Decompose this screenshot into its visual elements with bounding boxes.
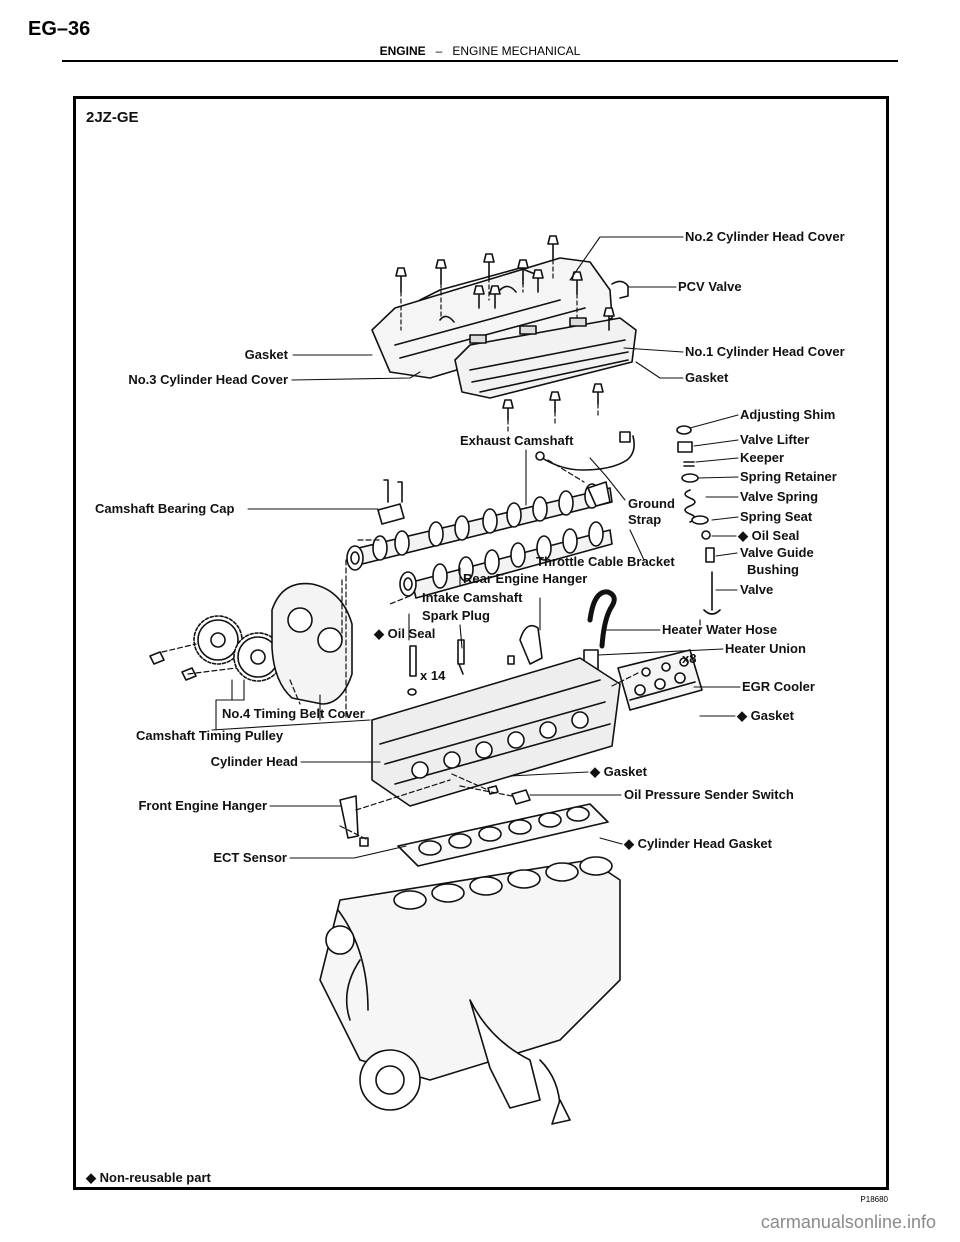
diagram-frame xyxy=(73,96,889,1190)
label-camshaft-timing-pulley: Camshaft Timing Pulley xyxy=(136,728,284,743)
label-valve-lifter: Valve Lifter xyxy=(740,432,809,447)
footnote: ◆ Non-reusable part xyxy=(85,1170,212,1185)
header-subsection: ENGINE MECHANICAL xyxy=(452,44,581,58)
label-intake-camshaft: Intake Camshaft xyxy=(422,590,523,605)
header-separator: – xyxy=(435,44,443,58)
cylinder-head-covers-drawing xyxy=(371,257,637,399)
label-throttle-cable-bracket: Throttle Cable Bracket xyxy=(536,554,675,569)
cover-bolts-drawing xyxy=(395,235,615,421)
oil-seals-drawing xyxy=(346,545,417,597)
ground-strap-drawing xyxy=(535,431,635,471)
engine-block-drawing xyxy=(319,856,621,1125)
label-x8: x8 xyxy=(682,651,696,666)
label-no1-cylinder-head-cover: No.1 Cylinder Head Cover xyxy=(685,344,845,359)
running-header: ENGINE–ENGINE MECHANICAL xyxy=(0,44,960,58)
page-number: EG–36 xyxy=(28,18,91,40)
label-x14: x 14 xyxy=(420,668,446,683)
label-gasket-head: ◆ Gasket xyxy=(589,764,648,779)
label-no3-cylinder-head-cover: No.3 Cylinder Head Cover xyxy=(128,372,288,387)
heater-water-hose-drawing xyxy=(583,589,617,673)
label-keeper: Keeper xyxy=(740,450,784,465)
cylinder-head-drawing xyxy=(371,657,621,807)
label-spring-retainer: Spring Retainer xyxy=(740,469,837,484)
label-gasket-top-right: Gasket xyxy=(685,370,729,385)
cylinder-head-gasket-drawing xyxy=(397,803,609,867)
pcv-valve-drawing xyxy=(611,280,629,299)
cover-guide-lines xyxy=(400,259,599,433)
label-valve-spring: Valve Spring xyxy=(740,489,818,504)
throttle-cable-bracket-drawing xyxy=(587,481,611,507)
label-heater-water-hose: Heater Water Hose xyxy=(662,622,777,637)
label-spring-seat: Spring Seat xyxy=(740,509,813,524)
camshaft-timing-pulleys-drawing xyxy=(149,615,283,682)
label-exhaust-camshaft: Exhaust Camshaft xyxy=(460,433,574,448)
no4-timing-belt-cover-drawing xyxy=(271,582,353,705)
figure-code: P18680 xyxy=(860,1195,888,1204)
label-oil-seal-right: ◆ Oil Seal xyxy=(737,528,799,543)
leader-lines xyxy=(211,236,741,859)
part-labels: No.2 Cylinder Head Cover PCV Valve Gaske… xyxy=(95,229,845,865)
label-no4-timing-belt-cover: No.4 Timing Belt Cover xyxy=(222,706,365,721)
watermark: carmanualsonline.info xyxy=(760,1212,936,1232)
label-valve-guide: Valve Guide xyxy=(740,545,814,560)
diagram-title: 2JZ-GE xyxy=(86,109,139,126)
header-section: ENGINE xyxy=(379,44,426,58)
label-gasket-egr: ◆ Gasket xyxy=(736,708,795,723)
head-bolts-drawing xyxy=(407,645,417,696)
label-cylinder-head-gasket: ◆ Cylinder Head Gasket xyxy=(623,836,773,851)
label-heater-union: Heater Union xyxy=(725,641,806,656)
label-front-engine-hanger: Front Engine Hanger xyxy=(138,798,267,813)
exhaust-camshaft-drawing xyxy=(349,483,613,567)
oil-pressure-sender-drawing xyxy=(487,785,531,805)
label-adjusting-shim: Adjusting Shim xyxy=(740,407,835,422)
assembly-guide-lines xyxy=(161,459,701,841)
label-camshaft-bearing-cap: Camshaft Bearing Cap xyxy=(95,501,234,516)
label-valve: Valve xyxy=(740,582,773,597)
intake-camshaft-drawing xyxy=(411,521,613,599)
label-ect-sensor: ECT Sensor xyxy=(213,850,287,865)
label-strap: Strap xyxy=(628,512,661,527)
header-rule xyxy=(62,60,898,62)
label-ground: Ground xyxy=(628,496,675,511)
label-oil-pressure-sender-switch: Oil Pressure Sender Switch xyxy=(624,787,794,802)
label-rear-engine-hanger: Rear Engine Hanger xyxy=(463,571,587,586)
label-gasket-top-left: Gasket xyxy=(245,347,289,362)
egr-cooler-drawing xyxy=(617,649,703,711)
label-oil-seal-left: ◆ Oil Seal xyxy=(373,626,435,641)
label-bushing: Bushing xyxy=(747,562,799,577)
rear-engine-hanger-drawing xyxy=(507,624,543,665)
label-spark-plug: Spark Plug xyxy=(422,608,490,623)
camshaft-bearing-cap-drawing xyxy=(377,479,405,525)
label-egr-cooler: EGR Cooler xyxy=(742,679,815,694)
spark-plug-drawing xyxy=(457,639,465,675)
label-pcv-valve: PCV Valve xyxy=(678,279,742,294)
valve-train-drawing xyxy=(676,425,721,615)
label-cylinder-head: Cylinder Head xyxy=(211,754,298,769)
label-no2-cylinder-head-cover: No.2 Cylinder Head Cover xyxy=(685,229,845,244)
